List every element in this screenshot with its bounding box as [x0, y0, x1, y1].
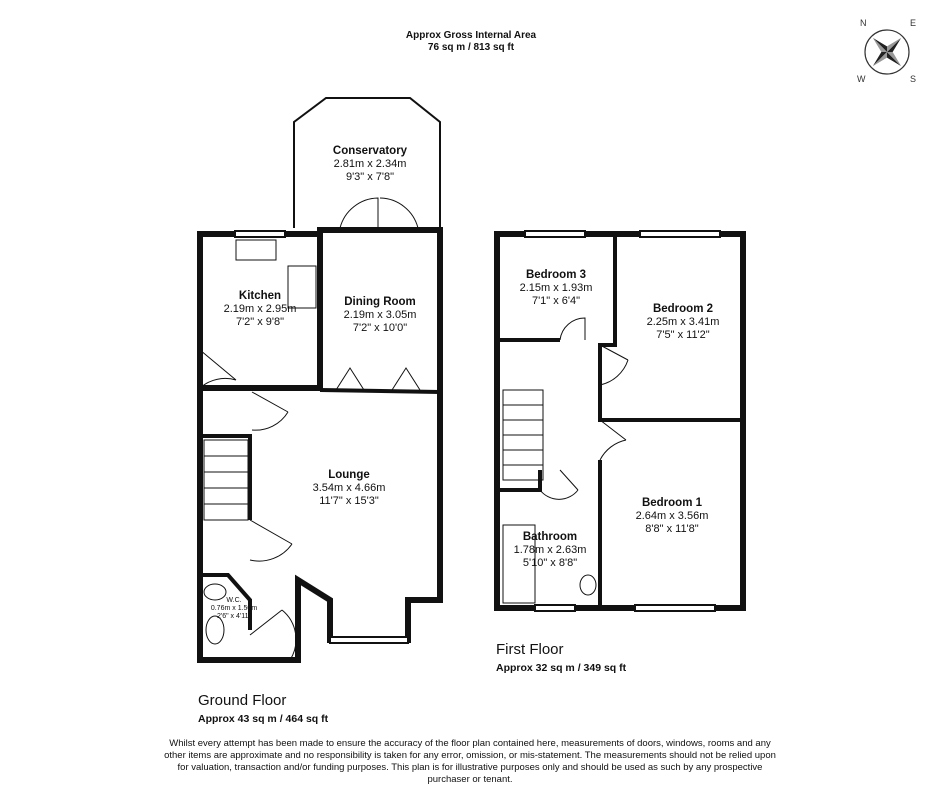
room-imperial: 11'7" x 15'3" — [319, 495, 379, 507]
room-bedroom-1: Bedroom 1 2.64m x 3.56m 8'8" x 11'8" — [636, 497, 709, 536]
first-stairs — [502, 389, 544, 481]
lounge-walls — [197, 388, 443, 663]
compass-s: S — [910, 74, 916, 84]
sink — [235, 239, 277, 261]
basin — [203, 583, 227, 601]
bed3-window — [524, 230, 586, 238]
room-imperial: 7'2" x 9'8" — [235, 316, 285, 328]
wc-toilet — [205, 615, 225, 645]
bed2-window — [639, 230, 721, 238]
room-imperial: 7'5" x 11'2" — [656, 329, 710, 341]
room-bathroom: Bathroom 1.78m x 2.63m 5'10" x 8'8" — [514, 531, 587, 570]
compass-w: W — [857, 74, 866, 84]
lounge-door — [251, 391, 289, 431]
room-dining: Dining Room 2.19m x 3.05m 7'2" x 10'0" — [344, 296, 417, 335]
room-imperial: 7'2" x 10'0" — [352, 322, 408, 334]
room-metric: 2.64m x 3.56m — [635, 510, 709, 522]
room-name: Lounge — [328, 469, 370, 481]
bedroom2-door — [599, 344, 629, 386]
ground-floor-label: Ground Floor — [198, 692, 287, 709]
header-title: Approx Gross Internal Area — [405, 30, 537, 41]
ground-stairs — [203, 439, 249, 521]
room-kitchen: Kitchen 2.19m x 2.95m 7'2" x 9'8" — [224, 290, 297, 329]
bath — [502, 524, 536, 604]
gross-area-header: Approx Gross Internal Area 76 sq m / 813… — [0, 30, 942, 54]
room-metric: 2.25m x 3.41m — [646, 316, 720, 328]
compass-icon — [864, 29, 910, 75]
room-imperial: 7'1" x 6'4" — [531, 295, 581, 307]
first-floor-area: Approx 32 sq m / 349 sq ft — [496, 662, 627, 674]
compass-n: N — [860, 18, 867, 28]
first-floor-label: First Floor — [496, 641, 564, 658]
bedroom3-door — [559, 317, 586, 341]
hob — [287, 265, 317, 309]
stairs-wall — [200, 434, 252, 520]
room-imperial: 5'10" x 8'8" — [522, 557, 578, 569]
bed1-window — [634, 604, 716, 612]
room-name: Bedroom 2 — [652, 303, 714, 315]
bath-toilet — [579, 574, 597, 596]
room-bedroom-3: Bedroom 3 2.15m x 1.93m 7'1" x 6'4" — [520, 269, 593, 308]
room-name: Bedroom 1 — [641, 497, 703, 509]
room-imperial: 8'8" x 11'8" — [645, 523, 699, 535]
room-name: Kitchen — [238, 290, 282, 302]
room-name: Bedroom 3 — [525, 269, 587, 281]
landing-door — [539, 469, 579, 500]
dining-room-walls — [317, 227, 443, 392]
front-door — [249, 609, 297, 661]
kitchen-window — [234, 230, 286, 238]
room-name: W.C. — [226, 597, 242, 604]
room-metric: 2.15m x 1.93m — [519, 282, 593, 294]
room-name: Conservatory — [332, 145, 408, 157]
lounge-window — [329, 636, 409, 644]
room-imperial: 9'3" x 7'8" — [345, 171, 395, 183]
conservatory-walls — [293, 97, 441, 228]
room-metric: 3.54m x 4.66m — [312, 482, 386, 494]
kitchen-door — [199, 349, 237, 389]
room-name: Dining Room — [344, 296, 416, 308]
room-metric: 2.81m x 2.34m — [333, 158, 407, 170]
room-metric: 0.76m x 1.50m — [210, 605, 258, 612]
bedroom1-door — [599, 419, 627, 461]
compass-e: E — [910, 18, 916, 28]
dining-folding-doors — [335, 367, 421, 391]
room-metric: 2.19m x 3.05m — [343, 309, 417, 321]
ground-floor-area: Approx 43 sq m / 464 sq ft — [198, 713, 329, 725]
room-bedroom-2: Bedroom 2 2.25m x 3.41m 7'5" x 11'2" — [647, 303, 720, 342]
room-conservatory: Conservatory 2.81m x 2.34m 9'3" x 7'8" — [333, 145, 407, 184]
disclaimer: Whilst every attempt has been made to en… — [164, 738, 776, 785]
room-lounge: Lounge 3.54m x 4.66m 11'7" x 15'3" — [313, 469, 386, 508]
conservatory-door — [339, 197, 419, 229]
room-wc: W.C. 0.76m x 1.50m 2'6" x 4'11" — [211, 597, 257, 621]
wc-walls — [200, 573, 252, 630]
room-metric: 2.19m x 2.95m — [223, 303, 297, 315]
room-imperial: 2'6" x 4'11" — [217, 613, 251, 620]
header-area: 76 sq m / 813 sq ft — [427, 42, 515, 53]
room-name: Bathroom — [522, 531, 578, 543]
hall-door — [249, 519, 293, 562]
bath-window — [534, 604, 576, 612]
room-metric: 1.78m x 2.63m — [513, 544, 587, 556]
